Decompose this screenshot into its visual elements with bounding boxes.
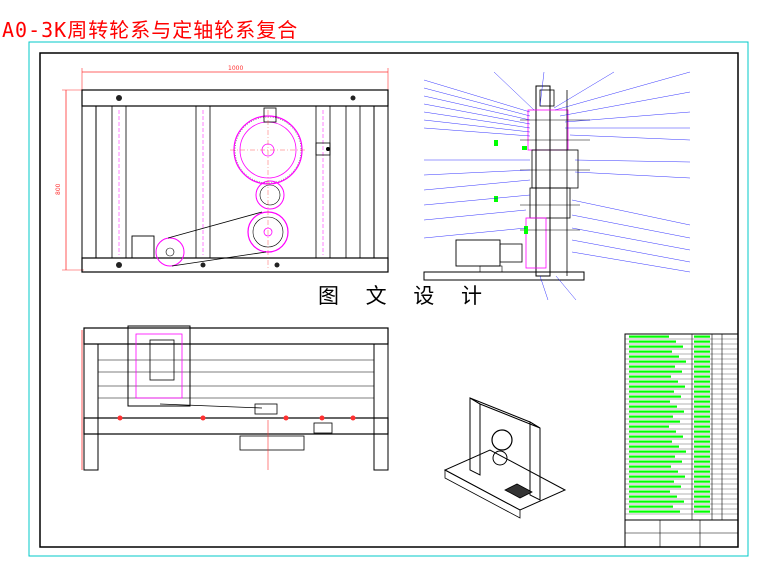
title-block-entry — [694, 440, 710, 443]
title-block-entry — [694, 510, 710, 513]
title-block-entry — [629, 415, 673, 418]
title-block-entry — [694, 410, 710, 413]
title-block-entry — [694, 340, 710, 343]
title-block-entry — [694, 465, 710, 468]
title-block-entry — [629, 385, 685, 388]
title-block-entry — [629, 500, 684, 503]
title-block-entry — [629, 350, 672, 353]
title-block-entry — [694, 475, 710, 478]
title-block-entry — [694, 480, 710, 483]
title-block-entry — [694, 355, 710, 358]
title-block-entry — [629, 355, 679, 358]
title-block-entry — [629, 345, 683, 348]
title-block-entry — [629, 440, 672, 443]
title-block-entry — [629, 430, 676, 433]
title-block-entry — [629, 400, 670, 403]
title-block-entry — [694, 380, 710, 383]
title-block-entry — [629, 475, 685, 478]
top-view — [81, 325, 389, 471]
title-block-entry — [629, 340, 676, 343]
title-block-entry — [629, 370, 682, 373]
title-block-entry — [694, 470, 710, 473]
inner-sheet-border — [39, 52, 739, 548]
title-block-entry — [694, 395, 710, 398]
title-block-entry — [694, 375, 710, 378]
title-block-entry — [629, 445, 679, 448]
title-block-entry — [694, 345, 710, 348]
title-block-entry — [694, 400, 710, 403]
title-block-entry — [629, 390, 674, 393]
title-block-entry — [694, 460, 710, 463]
title-block-entry — [694, 445, 710, 448]
title-block-entry — [694, 485, 710, 488]
title-block-entry — [694, 350, 710, 353]
title-block-entry — [629, 465, 671, 468]
title-block-entry — [694, 450, 710, 453]
title-block-entry — [694, 500, 710, 503]
title-block-entry — [694, 385, 710, 388]
title-block-entry — [629, 375, 671, 378]
title-block-entry — [694, 490, 710, 493]
title-block-entry — [629, 420, 680, 423]
title-block-entry — [629, 395, 681, 398]
title-block-entry — [629, 425, 669, 428]
title-block-entry — [694, 335, 710, 338]
title-block-entry — [694, 390, 710, 393]
title-block-entry — [629, 405, 677, 408]
side-view — [423, 71, 691, 301]
title-block-entry — [629, 335, 669, 338]
drawing-title: A0-3K周转轮系与定轴轮系复合 — [2, 18, 299, 42]
title-block-entry — [629, 470, 678, 473]
front-view: 1000 800 — [55, 65, 389, 273]
title-block-entry — [694, 420, 710, 423]
title-block-entry — [694, 405, 710, 408]
title-block-entry — [694, 425, 710, 428]
title-block-entry — [694, 370, 710, 373]
drawing-caption: 图 文 设 计 — [318, 284, 493, 308]
height-dimension: 800 — [55, 183, 62, 195]
title-block-entry — [694, 415, 710, 418]
title-block-entry — [629, 480, 674, 483]
width-dimension: 1000 — [228, 65, 243, 72]
title-block-entry — [694, 435, 710, 438]
title-block-entry — [629, 495, 677, 498]
title-block-entry — [629, 450, 686, 453]
title-block-entry — [629, 455, 675, 458]
title-block-entry — [629, 510, 680, 513]
title-block-entry — [694, 430, 710, 433]
isometric-view — [443, 397, 567, 519]
title-block-entry — [694, 455, 710, 458]
title-block-entry — [629, 365, 675, 368]
title-block-entry — [694, 505, 710, 508]
title-block-entry — [629, 505, 673, 508]
title-block-entry — [629, 360, 686, 363]
title-block-entry — [629, 485, 681, 488]
title-block-entry — [629, 435, 683, 438]
title-block-entry — [694, 365, 710, 368]
title-block-entry — [694, 360, 710, 363]
title-block-entry — [694, 495, 710, 498]
title-block-entry — [629, 460, 682, 463]
outer-sheet-border — [28, 41, 749, 557]
title-block-rows — [625, 335, 738, 515]
title-block-entry — [629, 410, 684, 413]
title-block-entry — [629, 380, 678, 383]
title-block-entry — [629, 490, 670, 493]
